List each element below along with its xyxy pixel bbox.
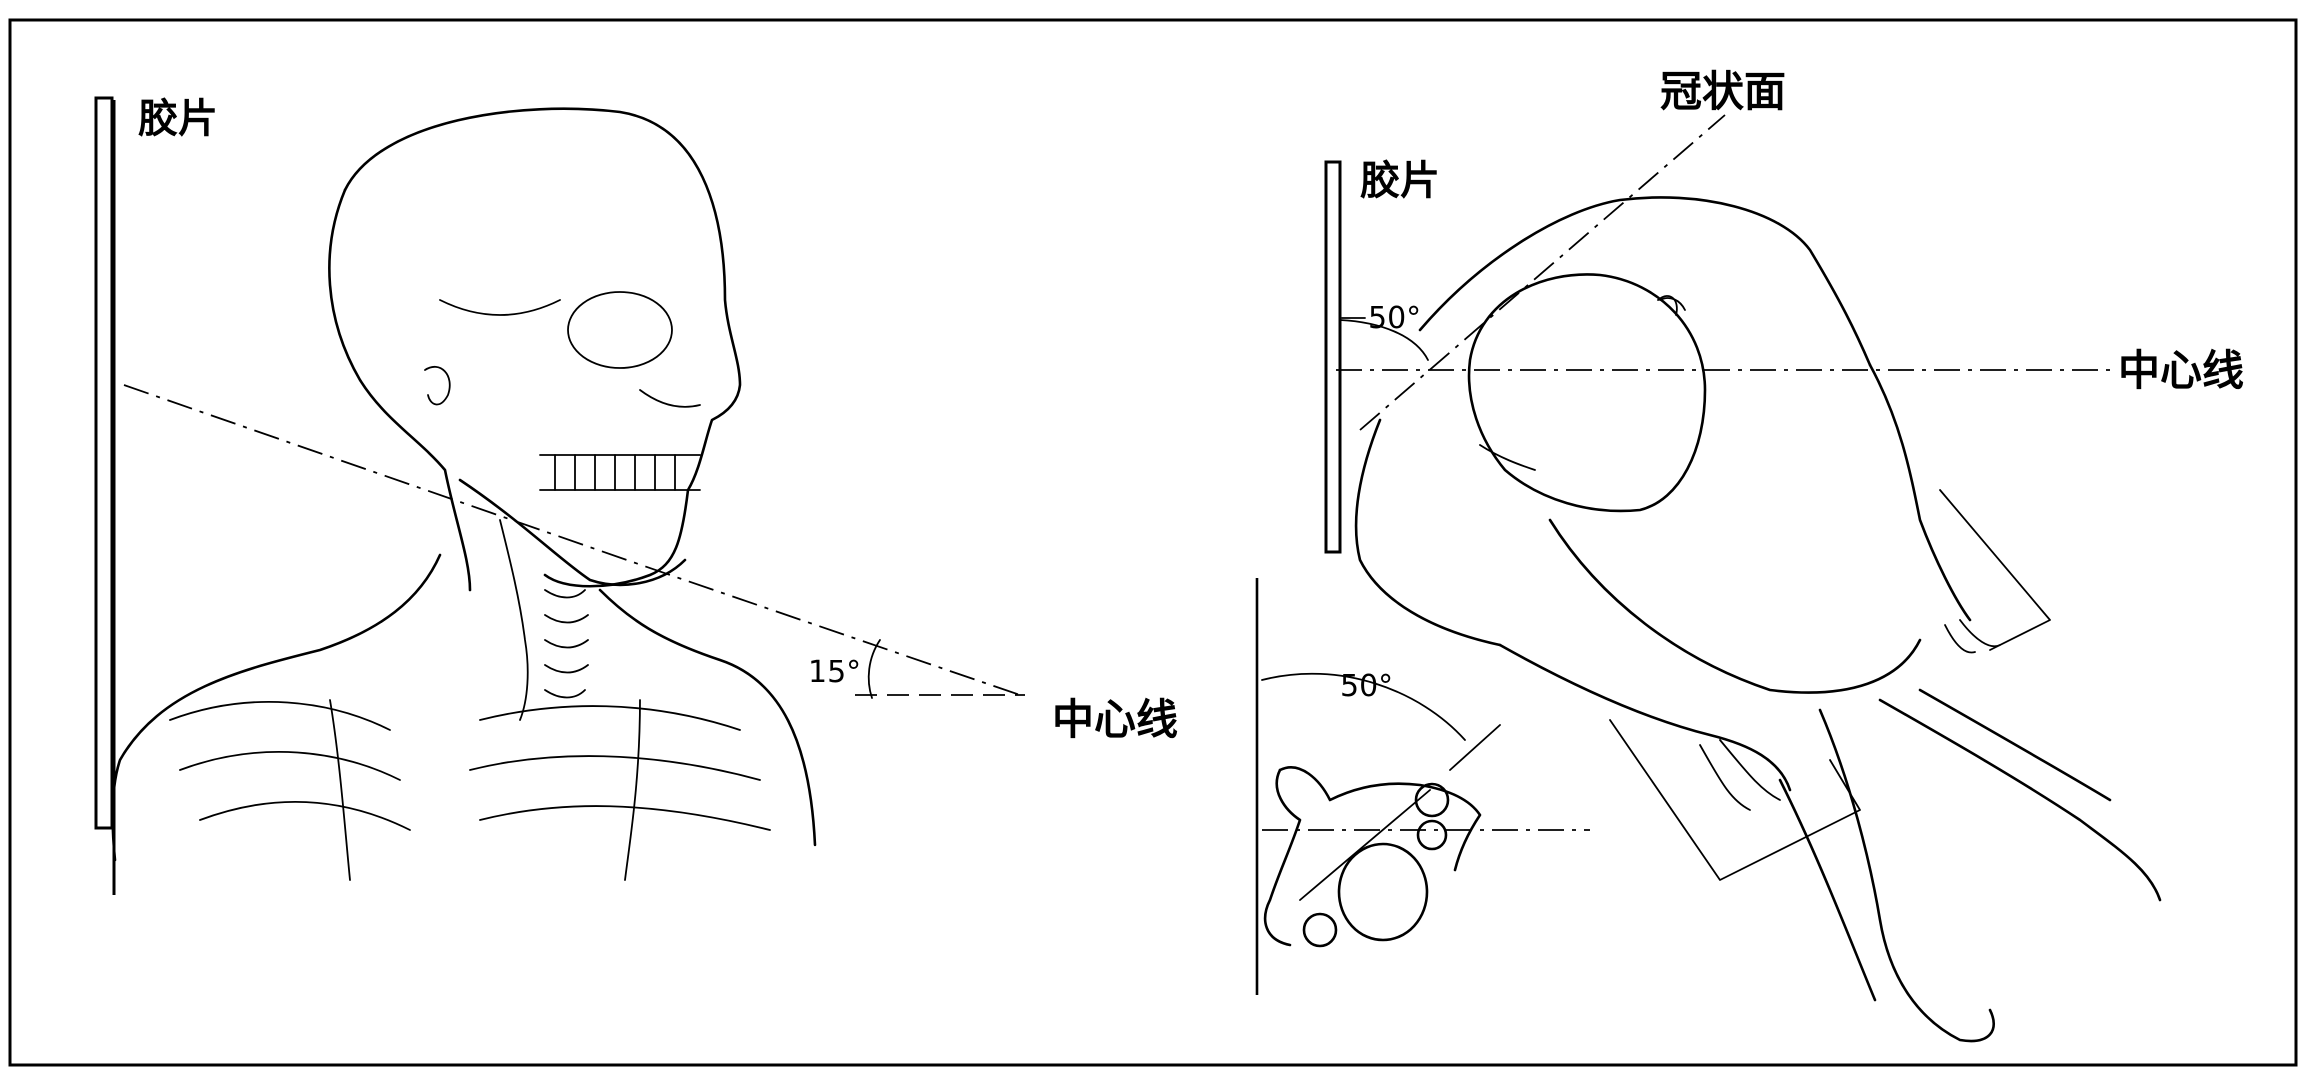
centerline-label-left: 中心线 bbox=[1052, 695, 1178, 744]
angle-label-right-top: 50° bbox=[1368, 301, 1421, 336]
angle-label-left: 15° bbox=[808, 655, 861, 690]
angle-arc-left bbox=[869, 640, 880, 698]
central-ray-left bbox=[124, 385, 1020, 695]
film-plate-right bbox=[1326, 162, 1340, 552]
film-plate-left bbox=[96, 98, 112, 828]
centerline-label-right: 中心线 bbox=[2118, 346, 2244, 395]
film-label-left: 胶片 bbox=[138, 96, 218, 142]
cervical-vertebra-axial-icon: 50° bbox=[1257, 578, 1590, 995]
angle-label-right-bottom: 50° bbox=[1340, 669, 1393, 704]
patient-oblique-topdown-illustration bbox=[1356, 197, 2160, 1041]
right-view: 胶片 冠状面 中心线 50° bbox=[1257, 67, 2244, 1041]
left-view: 胶片 bbox=[96, 96, 1178, 895]
coronal-plane-label: 冠状面 bbox=[1660, 67, 1786, 116]
skull-neck-lateral-illustration bbox=[113, 109, 815, 880]
film-label-right: 胶片 bbox=[1360, 158, 1440, 204]
